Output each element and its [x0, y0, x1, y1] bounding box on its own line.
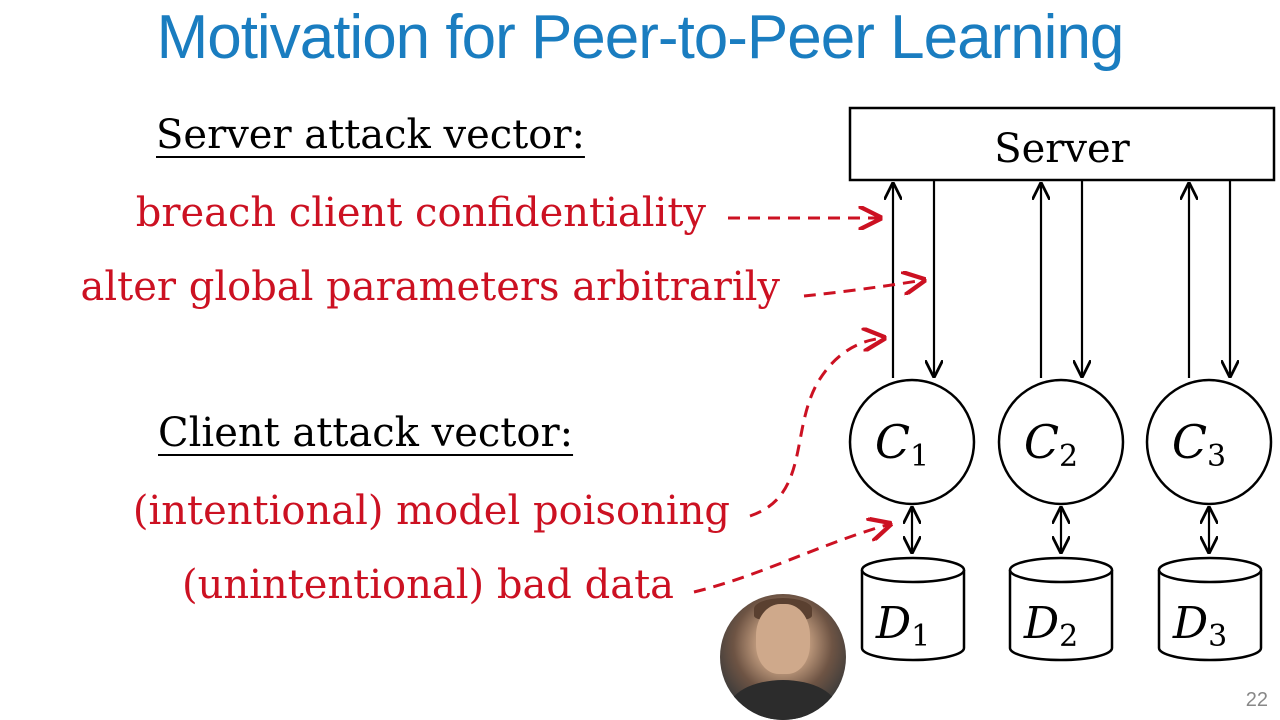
client-attack-item-poisoning: (intentional) model poisoning [132, 488, 730, 534]
client-attack-heading: Client attack vector: [158, 410, 574, 456]
client-index: 1 [910, 439, 929, 474]
server-attack-heading: Server attack vector: [156, 112, 585, 158]
server-label: Server [994, 126, 1130, 172]
client-index: 3 [1207, 439, 1226, 474]
client-letter: C [1024, 415, 1059, 469]
dataset-letter: D [1172, 598, 1208, 649]
client-server-arrows [893, 180, 1230, 378]
svg-text:C1: C1 [875, 415, 929, 474]
dataset-letter: D [875, 598, 911, 649]
server-box [848, 106, 1276, 182]
slide-title: Motivation for Peer-to-Peer Learning [156, 3, 1125, 72]
svg-text:D1: D1 [875, 598, 930, 654]
client-node-2: C2 [997, 378, 1125, 506]
dataset-letter: D [1023, 598, 1059, 649]
dataset-cylinder-3: D3 [1157, 556, 1263, 662]
client-node-1: C1 [848, 378, 976, 506]
svg-text:C3: C3 [1172, 415, 1226, 474]
client-index: 2 [1059, 439, 1078, 474]
client-letter: C [1172, 415, 1207, 469]
dataset-index: 3 [1208, 619, 1227, 654]
attack-arrow-bad-data [693, 524, 890, 594]
client-node-3: C3 [1145, 378, 1273, 506]
client-letter: C [875, 415, 910, 469]
server-attack-item-breach: breach client confidentiality [135, 190, 706, 236]
client-data-arrows [912, 508, 1209, 552]
attack-arrow-alter [803, 280, 924, 298]
svg-text:D2: D2 [1023, 598, 1078, 654]
dataset-index: 2 [1059, 619, 1078, 654]
svg-text:C2: C2 [1024, 415, 1078, 474]
dataset-cylinder-1: D1 [860, 556, 966, 662]
client-attack-item-bad-data: (unintentional) bad data [181, 562, 674, 608]
dataset-cylinder-2: D2 [1008, 556, 1114, 662]
page-number: 22 [1245, 689, 1268, 711]
server-attack-item-alter: alter global parameters arbitrarily [80, 264, 780, 310]
dataset-index: 1 [911, 619, 930, 654]
attack-arrow-poisoning [749, 338, 884, 518]
presenter-webcam [720, 594, 846, 720]
svg-text:D3: D3 [1172, 598, 1227, 654]
